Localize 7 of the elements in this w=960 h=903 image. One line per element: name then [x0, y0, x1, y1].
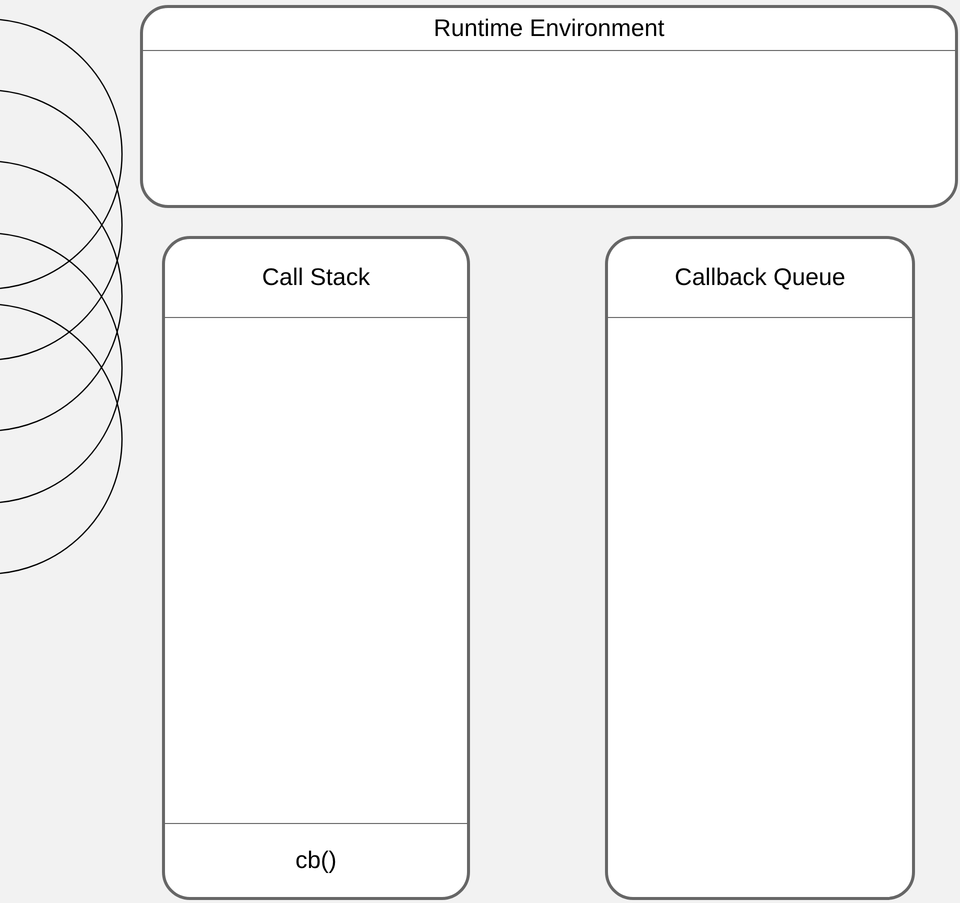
container-panel [162, 236, 470, 900]
panel-title: Callback Queue [674, 264, 846, 292]
frame-label: cb() [295, 846, 337, 874]
panel-title: Runtime Environment [434, 15, 664, 43]
container-panel [140, 5, 958, 208]
panel-title: Call Stack [262, 264, 370, 292]
container-panel [605, 236, 915, 900]
